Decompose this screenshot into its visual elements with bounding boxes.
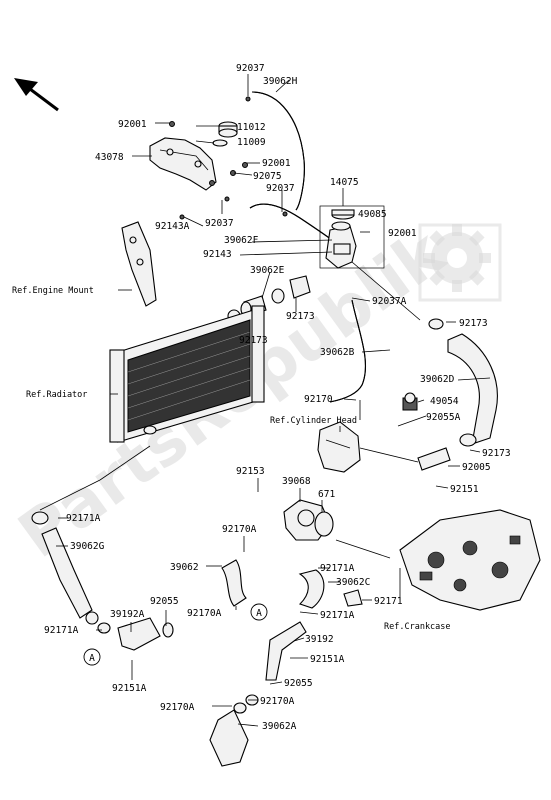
pipe-39192 xyxy=(265,621,307,681)
label-92173: 92173 xyxy=(239,335,268,346)
label-92037: 92037 xyxy=(205,218,234,229)
label-92170A: 92170A xyxy=(222,524,257,535)
hose-39062C xyxy=(298,569,325,609)
clamp-92171 xyxy=(343,589,363,607)
bolt xyxy=(179,214,185,220)
label-92171A: 92171A xyxy=(66,513,101,524)
leader-lines xyxy=(39,74,491,727)
bolt xyxy=(209,180,215,186)
reservoir-tank xyxy=(149,137,217,191)
crankcase xyxy=(399,509,541,611)
bolt xyxy=(224,196,230,202)
fitting-49054 xyxy=(402,392,418,411)
label-92173: 92173 xyxy=(482,448,511,459)
label-39062F: 39062F xyxy=(224,235,259,246)
clamp-92173 xyxy=(271,288,285,304)
label-92151A: 92151A xyxy=(310,654,345,665)
ref-engine-mount: Ref.Engine Mount xyxy=(12,286,94,296)
label-92170A: 92170A xyxy=(160,702,195,713)
callout-box xyxy=(319,205,385,269)
cap-gasket xyxy=(212,139,228,147)
label-92055A: 92055A xyxy=(426,412,461,423)
label-92170A: 92170A xyxy=(260,696,295,707)
gear-frame xyxy=(418,223,502,302)
label-39062C: 39062C xyxy=(336,577,370,588)
label-92001: 92001 xyxy=(118,119,147,130)
label-39192: 39192 xyxy=(305,634,334,645)
label-92170: 92170 xyxy=(304,394,333,405)
label-39062A: 39062A xyxy=(262,721,297,732)
hose-39062 xyxy=(221,559,247,607)
label-11012: 11012 xyxy=(237,122,266,133)
label-39192A: 39192A xyxy=(110,609,145,620)
label-92143A: 92143A xyxy=(155,221,190,232)
ref-cylinder-head: Ref.Cylinder Head xyxy=(270,416,357,426)
label-39062G: 39062G xyxy=(70,541,105,552)
bolt xyxy=(169,121,175,127)
label-92151A: 92151A xyxy=(112,683,147,694)
bolt xyxy=(282,211,288,217)
label-49054: 49054 xyxy=(430,396,459,407)
label-92153: 92153 xyxy=(236,466,265,477)
hose-39062G xyxy=(31,511,99,625)
label-92171A: 92171A xyxy=(320,610,355,621)
reservoir-cap xyxy=(218,121,238,138)
o-ring-671 xyxy=(314,511,334,537)
label-92037: 92037 xyxy=(236,63,265,74)
engine-mount-bracket xyxy=(121,221,157,307)
reference-labels: Ref.Engine Mount Ref.Radiator Ref.Cylind… xyxy=(12,286,451,632)
label-92173: 92173 xyxy=(459,318,488,329)
front-arrow-icon xyxy=(14,78,59,112)
label-671: 671 xyxy=(318,489,335,500)
label-39062H: 39062H xyxy=(263,76,298,87)
label-92037: 92037 xyxy=(266,183,295,194)
ref-crankcase: Ref.Crankcase xyxy=(384,622,451,632)
filler-neck xyxy=(325,221,357,269)
marker-a-left: A xyxy=(83,648,101,666)
radiator xyxy=(109,305,265,443)
label-14075: 14075 xyxy=(330,177,359,188)
radiator-cap xyxy=(331,209,355,220)
part-labels: 92037 39062H 92001 11012 11009 43078 920… xyxy=(44,63,511,732)
marker-a-mid: A xyxy=(250,603,268,621)
label-39062: 39062 xyxy=(170,562,199,573)
pipe-39192A xyxy=(117,617,174,651)
label-92173: 92173 xyxy=(286,311,315,322)
label-92001: 92001 xyxy=(388,228,417,239)
label-39062D: 39062D xyxy=(420,374,455,385)
label-92170A: 92170A xyxy=(187,608,222,619)
label-92001: 92001 xyxy=(262,158,291,169)
label-92171: 92171 xyxy=(374,596,403,607)
label-11009: 11009 xyxy=(237,137,266,148)
label-39062E: 39062E xyxy=(250,265,285,276)
bolt xyxy=(242,162,248,168)
pipe-92005 xyxy=(417,447,451,471)
label-92171A: 92171A xyxy=(44,625,79,636)
bolt xyxy=(245,96,251,102)
label-92143: 92143 xyxy=(203,249,232,260)
label-39068: 39068 xyxy=(282,476,311,487)
label-49085: 49085 xyxy=(358,209,387,220)
label-92075: 92075 xyxy=(253,171,282,182)
label-92171A: 92171A xyxy=(320,563,355,574)
svg-text:A: A xyxy=(89,653,95,664)
gear-icon xyxy=(423,224,491,292)
label-92055: 92055 xyxy=(150,596,179,607)
label-92055: 92055 xyxy=(284,678,313,689)
hose-39062D xyxy=(428,318,498,447)
label-39062B: 39062B xyxy=(320,347,355,358)
elbow xyxy=(289,275,311,299)
cylinder-head-pipe xyxy=(317,421,361,473)
svg-text:A: A xyxy=(256,608,262,619)
clamp-92171A xyxy=(97,622,111,634)
label-43078: 43078 xyxy=(95,152,124,163)
label-92005: 92005 xyxy=(462,462,491,473)
label-92037A: 92037A xyxy=(372,296,407,307)
ref-radiator: Ref.Radiator xyxy=(26,390,87,400)
label-92151: 92151 xyxy=(450,484,479,495)
